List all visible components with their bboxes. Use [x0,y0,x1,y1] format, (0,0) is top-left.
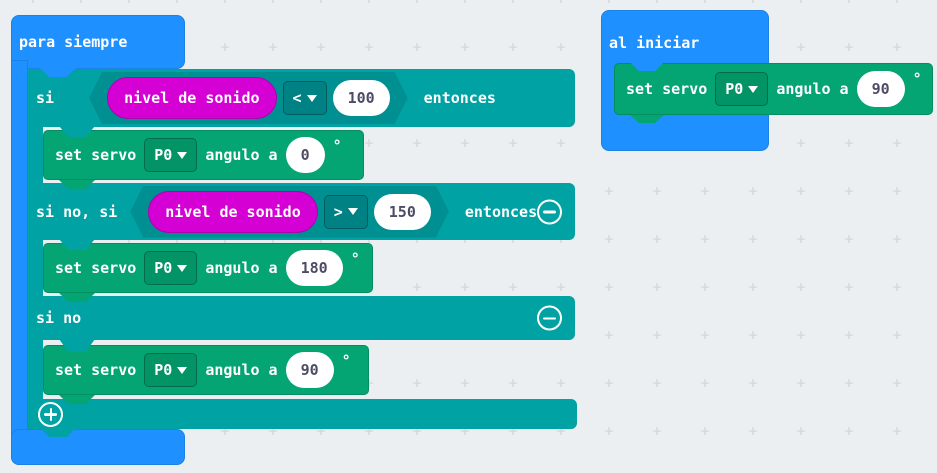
if-row-else[interactable]: si no [28,296,575,340]
set-servo-label: set servo [55,146,137,164]
then-label: entonces [464,202,538,221]
set-servo-label: set servo [55,361,137,379]
connector-tab [630,62,664,71]
connector-tab [59,239,95,250]
angle-field[interactable]: 90 [285,352,334,388]
sound-level-block[interactable]: nivel de sonido [107,77,277,119]
if-keyword: si [36,89,55,107]
degree-symbol: ° [341,352,351,370]
remove-branch-button[interactable] [537,199,562,224]
forever-left-spine [11,60,28,465]
chevron-down-icon [177,264,188,272]
degree-symbol: ° [912,70,922,88]
angle-field[interactable]: 90 [856,71,905,107]
connector-tab [59,395,95,404]
forever-label: para siempre [19,33,128,51]
set-servo-block-onstart[interactable]: set servo P0 angulo a 90 ° [614,63,933,115]
else-keyword: si no [36,309,82,327]
else-if-keyword: si no, si [36,202,118,221]
on-start-label: al iniciar [609,34,700,52]
set-servo-block-2[interactable]: set servo P0 angulo a 180 ° [43,243,373,293]
condition-slot-1: nivel de sonido < 100 [89,72,408,124]
forever-bottom-bar [11,429,185,465]
set-servo-label: set servo [55,259,137,277]
connector-tab [59,293,95,302]
chevron-down-icon [347,208,358,215]
port-dropdown[interactable]: P0 [144,251,198,285]
set-servo-block-3[interactable]: set servo P0 angulo a 90 ° [43,345,369,395]
connector-tab [59,126,95,137]
if-row-else-if[interactable]: si no, si nivel de sonido > 150 entonces [28,183,575,240]
port-dropdown[interactable]: P0 [144,353,198,387]
if-row-si[interactable]: si nivel de sonido < 100 entonces [28,69,575,127]
connector-tab [59,180,95,189]
connector-tab [630,115,664,123]
angle-field[interactable]: 0 [285,137,325,173]
port-dropdown[interactable]: P0 [144,138,198,172]
sound-level-block[interactable]: nivel de sonido [148,190,318,233]
condition-slot-2: nivel de sonido > 150 [130,186,449,238]
value-field-150[interactable]: 150 [373,193,431,230]
chevron-down-icon [177,151,188,159]
remove-branch-button[interactable] [537,305,562,331]
connector-tab [59,339,95,352]
angle-label: angulo a [776,80,849,98]
degree-symbol: ° [332,137,342,155]
chevron-down-icon [748,85,759,93]
degree-symbol: ° [350,250,360,268]
set-servo-label: set servo [626,80,708,98]
angle-label: angulo a [205,259,278,277]
connector-tab [40,428,76,437]
port-dropdown[interactable]: P0 [715,72,769,106]
if-bottom-bar [28,399,577,429]
comparison-dropdown-2[interactable]: > [323,194,368,229]
angle-label: angulo a [205,361,278,379]
then-label: entonces [423,89,496,107]
comparison-dropdown-1[interactable]: < [282,81,327,115]
forever-connector-tab [40,68,76,77]
add-branch-button[interactable] [38,401,63,427]
chevron-down-icon [177,366,188,374]
value-field-100[interactable]: 100 [332,80,390,116]
angle-field[interactable]: 180 [285,250,343,286]
set-servo-block-1[interactable]: set servo P0 angulo a 0 ° [43,130,364,180]
forever-header[interactable]: para siempre [11,15,185,69]
angle-label: angulo a [205,146,278,164]
chevron-down-icon [306,94,317,102]
